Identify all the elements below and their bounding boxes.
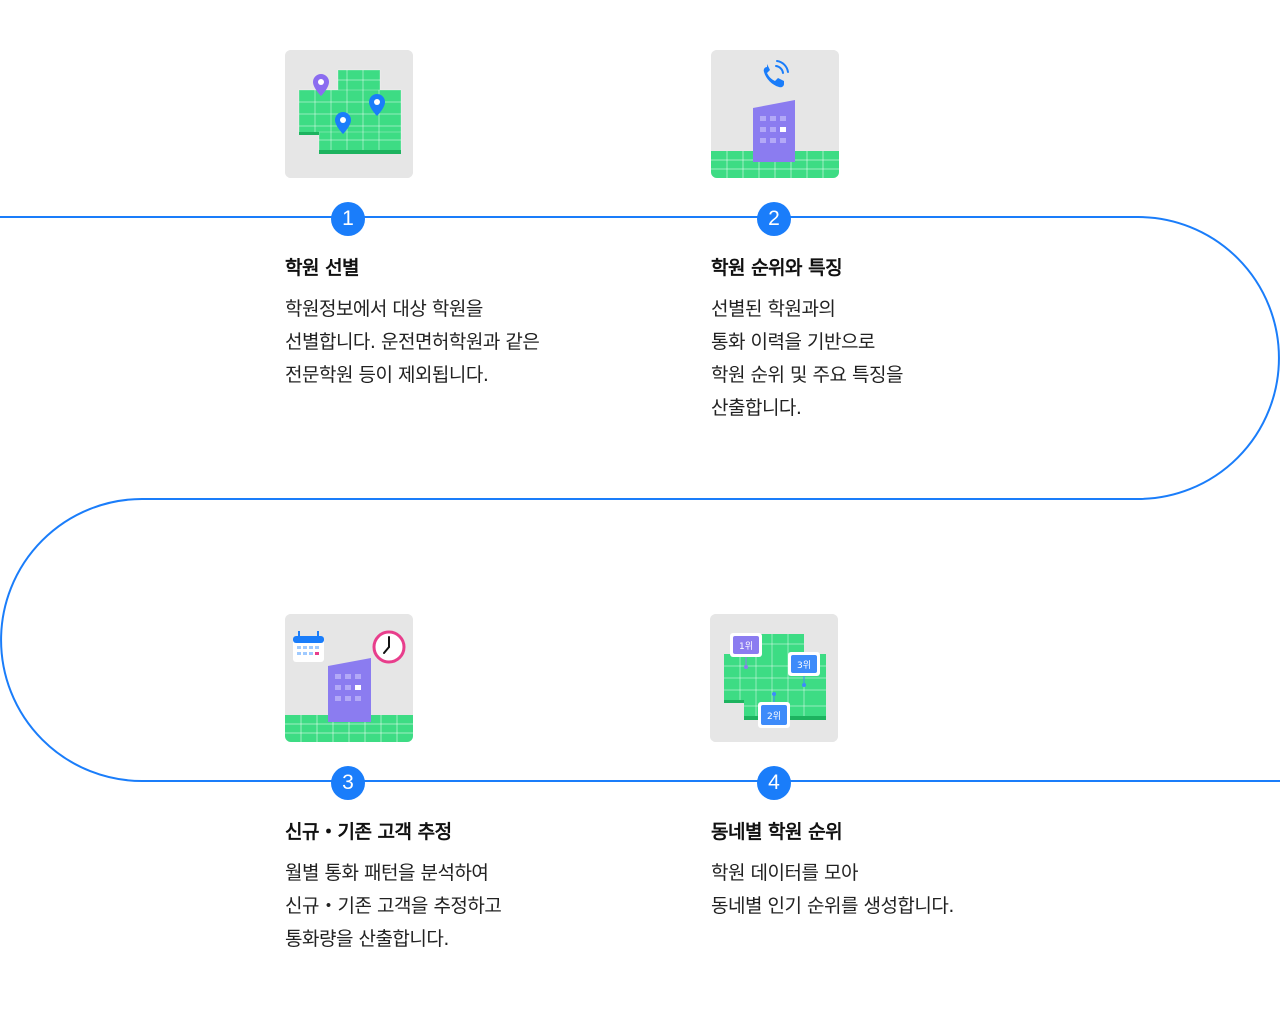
step-title: 학원 순위와 특징: [711, 257, 843, 279]
description-line: 통화 이력을 기반으로: [711, 331, 875, 353]
description-line: 월별 통화 패턴을 분석하여: [285, 862, 489, 884]
step-number-badge: 1: [331, 202, 365, 236]
description-line: 통화량을 산출합니다.: [285, 928, 449, 950]
rank-label: 3위: [797, 660, 811, 671]
rank-label: 1위: [739, 641, 753, 652]
step-title: 신규・기존 고객 추정: [285, 821, 452, 843]
step-description: 학원 데이터를 모아 동네별 인기 순위를 생성합니다.: [711, 857, 1131, 923]
step-title: 학원 선별: [285, 257, 360, 279]
description-line: 선별된 학원과의: [711, 298, 836, 320]
step-number-badge: 3: [331, 766, 365, 800]
phone-building-icon: [711, 50, 839, 178]
description-line: 학원정보에서 대상 학원을: [285, 298, 483, 320]
step-description: 월별 통화 패턴을 분석하여 신규・기존 고객을 추정하고 통화량을 산출합니다…: [285, 857, 705, 956]
step-number-badge: 4: [757, 766, 791, 800]
description-line: 산출합니다.: [711, 397, 802, 419]
step-description: 선별된 학원과의 통화 이력을 기반으로 학원 순위 및 주요 특징을 산출합니…: [711, 293, 1131, 425]
map-pins-icon: [285, 50, 413, 178]
description-line: 학원 데이터를 모아: [711, 862, 858, 884]
ranking-map-icon: 1위 3위 2위: [710, 614, 838, 742]
description-line: 동네별 인기 순위를 생성합니다.: [711, 895, 954, 917]
rank-label: 2위: [767, 711, 781, 722]
description-line: 선별합니다. 운전면허학원과 같은: [285, 331, 540, 353]
step-title: 동네별 학원 순위: [711, 821, 843, 843]
step-number-badge: 2: [757, 202, 791, 236]
description-line: 학원 순위 및 주요 특징을: [711, 364, 903, 386]
description-line: 전문학원 등이 제외됩니다.: [285, 364, 489, 386]
calendar-clock-building-icon: [285, 614, 413, 742]
description-line: 신규・기존 고객을 추정하고: [285, 895, 502, 917]
step-description: 학원정보에서 대상 학원을 선별합니다. 운전면허학원과 같은 전문학원 등이 …: [285, 293, 705, 392]
